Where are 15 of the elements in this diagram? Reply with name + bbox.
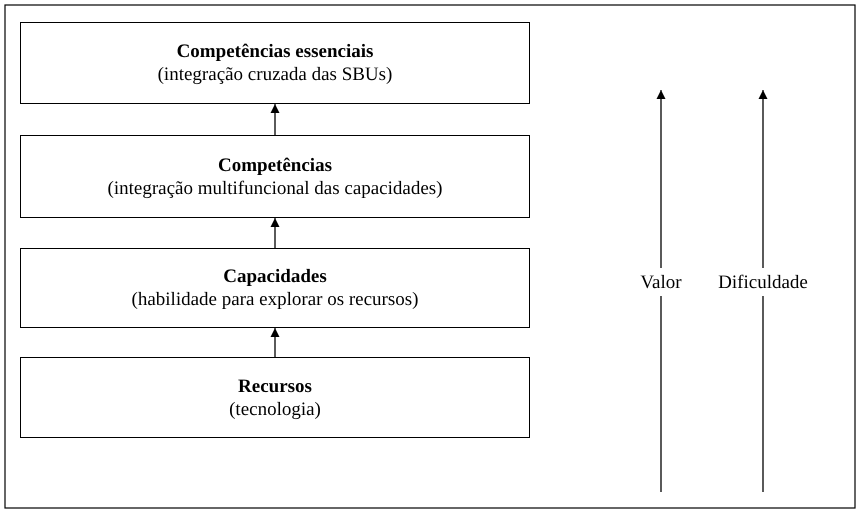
level-description: (integração cruzada das SBUs) <box>158 63 392 86</box>
level-box <box>20 135 530 218</box>
level-title: Competências <box>218 154 332 176</box>
arrow <box>270 328 280 357</box>
level-description: (tecnologia) <box>229 398 321 420</box>
level-box <box>20 248 530 328</box>
level-title: Recursos <box>238 374 312 398</box>
level-box <box>20 22 530 104</box>
level-description: (integração multifuncional das capacidades) <box>108 176 442 200</box>
level-title: Capacidades <box>223 265 327 288</box>
level-box <box>20 357 530 438</box>
arrow <box>270 218 280 248</box>
level-description: (habilidade para explorar os recursos) <box>132 288 418 311</box>
arrow <box>270 104 280 135</box>
level-title: Competências essenciais <box>176 40 374 63</box>
